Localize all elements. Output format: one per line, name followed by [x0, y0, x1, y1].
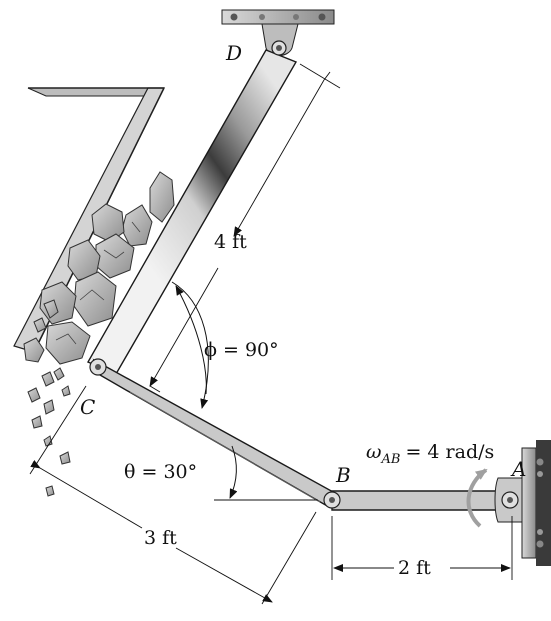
pin-d [271, 40, 287, 56]
label-point-b: B [335, 463, 351, 487]
pin-b [323, 491, 341, 509]
label-length-4ft: 4 ft [214, 231, 247, 253]
omega-rotation-arrow [466, 468, 488, 528]
label-length-3ft: 3 ft [144, 527, 177, 549]
support-d [221, 9, 335, 56]
omega-symbol: ω [366, 441, 382, 463]
label-angle-theta: θ = 30° [124, 461, 197, 483]
link-ab [331, 490, 514, 511]
label-point-a: A [510, 457, 526, 481]
dimension-3ft [29, 385, 317, 605]
angle-phi-arc [171, 281, 209, 409]
pin-c [89, 358, 107, 376]
rock-pile [23, 171, 175, 497]
link-cb [92, 358, 336, 508]
label-angular-velocity: ωAB = 4 rad/s [366, 441, 494, 467]
omega-subscript: AB [381, 452, 401, 467]
label-point-c: C [80, 395, 95, 419]
pin-a [501, 491, 519, 509]
dimension-2ft [331, 516, 513, 580]
angle-theta-arc [214, 445, 318, 501]
label-point-d: D [225, 41, 242, 65]
support-a [494, 440, 551, 566]
omega-value: = 4 rad/s [405, 441, 494, 463]
label-length-2ft: 2 ft [398, 557, 431, 579]
dimension-4ft [149, 63, 341, 393]
label-angle-phi: ϕ = 90° [204, 339, 279, 361]
